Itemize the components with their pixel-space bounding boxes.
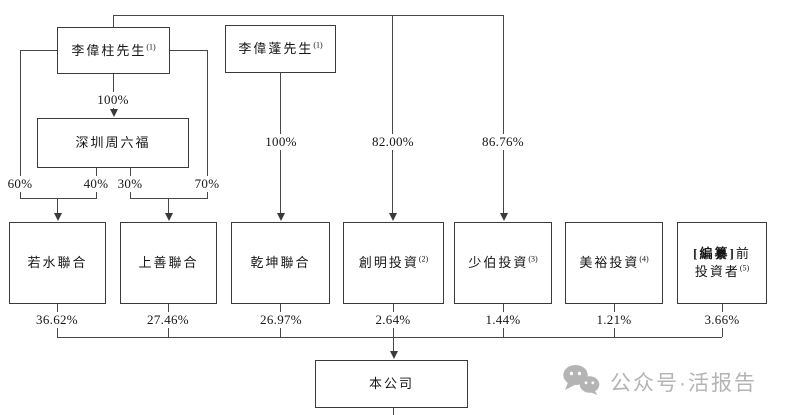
connector-bottom-merge-line	[57, 337, 722, 338]
arrowhead-icon	[164, 213, 173, 221]
entity-box-shaobo: 少伯投資(3)	[454, 222, 552, 304]
connector-top-hline	[113, 15, 503, 16]
entity-box-qiankun: 乾坤聯合	[231, 222, 330, 304]
pct-label-meiyu: 1.21%	[593, 312, 635, 328]
connector-line	[207, 50, 208, 198]
entity-label: 本公司	[368, 376, 414, 391]
connector-line	[57, 198, 58, 214]
entity-box-shangshan: 上善聯合	[120, 222, 217, 304]
pct-label-shangshan: 27.46%	[144, 312, 192, 328]
footnote-superscript: (2)	[418, 254, 429, 264]
arrowhead-icon	[53, 213, 62, 221]
entity-label: 創明投資(2)	[358, 254, 429, 270]
connector-line	[113, 15, 114, 27]
watermark: 公众号·活报告	[561, 364, 757, 400]
entity-box-ruoshui: 若水聯合	[9, 222, 106, 304]
watermark-text: 公众号·活报告	[610, 372, 757, 395]
entity-label: 美裕投資(4)	[579, 254, 649, 270]
arrowhead-icon	[109, 109, 118, 117]
edge-label-40: 40%	[80, 176, 112, 192]
connector-merge-line	[130, 198, 208, 199]
connector-line	[392, 15, 393, 214]
entity-label: 李偉蓬先生(1)	[238, 40, 323, 56]
entity-label: 上善聯合	[138, 255, 199, 270]
edge-label-60: 60%	[4, 176, 36, 192]
connector-merge-line	[20, 198, 97, 199]
entity-label: [編纂]前 投資者(5)	[693, 246, 751, 279]
pct-label-pre-investors: 3.66%	[701, 312, 743, 328]
entity-label: 少伯投資(3)	[468, 254, 538, 270]
arrowhead-icon	[389, 351, 398, 359]
edge-label-100-liweipeng: 100%	[262, 134, 300, 150]
pct-label-ruoshui: 36.62%	[33, 312, 81, 328]
arrowhead-icon	[276, 213, 285, 221]
redacted-tag: [編纂]	[693, 246, 736, 261]
entity-label: 李偉柱先生(1)	[71, 42, 156, 58]
entity-label: 深圳周六福	[75, 135, 151, 150]
edge-label-70: 70%	[191, 176, 223, 192]
footnote-superscript: (1)	[146, 42, 156, 52]
edge-label-86: 86.76%	[479, 134, 527, 150]
entity-label: 乾坤聯合	[250, 255, 311, 270]
pct-label-shaobo: 1.44%	[482, 312, 524, 328]
connector-line	[20, 50, 57, 51]
pct-label-qiankun: 26.97%	[257, 312, 305, 328]
connector-line	[503, 15, 504, 214]
connector-line	[393, 408, 394, 415]
footnote-superscript: (3)	[528, 254, 538, 264]
edge-label-82: 82.00%	[369, 134, 417, 150]
entity-box-liweipeng: 李偉蓬先生(1)	[225, 25, 336, 73]
entity-box-company: 本公司	[315, 360, 468, 408]
entity-label: 若水聯合	[27, 255, 88, 270]
connector-line	[170, 50, 207, 51]
arrowhead-icon	[499, 213, 508, 221]
wechat-icon	[561, 364, 601, 400]
connector-line	[393, 337, 394, 353]
footnote-superscript: (5)	[739, 263, 750, 273]
footnote-superscript: (1)	[313, 40, 323, 50]
edge-label-30: 30%	[114, 176, 146, 192]
entity-box-meiyu: 美裕投資(4)	[565, 222, 663, 304]
footnote-superscript: (4)	[639, 254, 649, 264]
entity-box-liweizhu: 李偉柱先生(1)	[57, 27, 170, 74]
connector-line	[168, 198, 169, 214]
pct-label-chuangming: 2.64%	[372, 312, 414, 328]
arrowhead-icon	[388, 213, 397, 221]
entity-box-shenzhen-zhouliufu: 深圳周六福	[37, 118, 189, 168]
edge-label-100-liweizhu: 100%	[94, 92, 132, 108]
entity-box-chuangming: 創明投資(2)	[343, 222, 444, 304]
entity-box-pre-investors: [編纂]前 投資者(5)	[677, 222, 767, 304]
connector-line	[20, 50, 21, 198]
